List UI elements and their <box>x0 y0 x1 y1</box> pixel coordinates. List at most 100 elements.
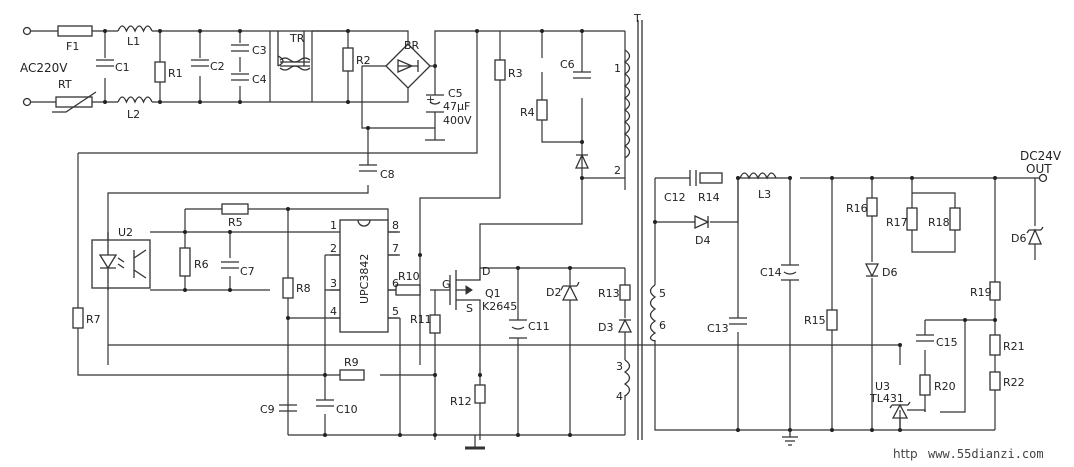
resistor-r7 <box>72 307 84 329</box>
label-winding-4: 4 <box>616 390 623 403</box>
label-c4: C4 <box>252 73 267 86</box>
label-r2: R2 <box>356 54 371 67</box>
resistor-r14 <box>699 172 723 184</box>
label-r5: R5 <box>228 216 243 229</box>
label-r21: R21 <box>1003 340 1025 353</box>
bridge-rectifier-br <box>362 43 435 89</box>
label-r17: R17 <box>886 216 908 229</box>
resistor-r15 <box>826 309 838 331</box>
resistor-r16 <box>866 197 878 217</box>
capacitor-c1 <box>96 59 114 67</box>
optocoupler-u2 <box>91 232 151 290</box>
label-rt: RT <box>58 78 72 91</box>
label-c14: C14 <box>760 266 782 279</box>
resistor-r12 <box>474 384 486 404</box>
label-l2: L2 <box>127 108 140 121</box>
label-r8: R8 <box>296 282 311 295</box>
resistor-r3 <box>494 59 506 81</box>
capacitor-c13 <box>729 317 747 325</box>
label-u2: U2 <box>118 226 133 239</box>
resistor-r9 <box>339 369 365 381</box>
label-q1-source: S <box>466 302 473 315</box>
label-d2: D2 <box>546 286 561 299</box>
watermark-site: www.55dianzi.com <box>928 447 1044 461</box>
capacitor-c12 <box>689 170 697 186</box>
watermark-prefix: http <box>893 447 918 461</box>
resistor-r8 <box>282 277 294 299</box>
transformer-t <box>623 20 657 440</box>
resistor-r17 <box>906 207 918 231</box>
label-c5-voltage: 400V <box>443 114 472 127</box>
label-br: BR <box>404 39 420 52</box>
label-controller-ic: UPC3842 <box>358 254 371 304</box>
resistor-r5 <box>221 203 249 215</box>
diode-d6-out <box>1026 226 1044 245</box>
label-tr: TR <box>289 32 305 45</box>
electrolytic-c14 <box>781 264 799 281</box>
label-f1: F1 <box>66 40 79 53</box>
label-q1-gate: G <box>442 278 451 291</box>
label-c13: C13 <box>707 322 729 335</box>
capacitor-c10 <box>316 399 334 407</box>
capacitor-c6 <box>573 71 591 79</box>
capacitor-c7 <box>221 261 239 269</box>
label-q1: Q1 <box>485 287 501 300</box>
ac-terminal-bottom <box>22 97 32 107</box>
controller-ic-upc3842 <box>330 219 398 333</box>
label-r4: R4 <box>520 106 535 119</box>
diode-d6-mid <box>864 263 880 278</box>
label-c7: C7 <box>240 265 255 278</box>
electrolytic-c11 <box>509 319 527 339</box>
ac-terminal-top <box>22 26 32 36</box>
common-mode-choke-tr <box>277 31 311 71</box>
label-pin-5: 5 <box>392 305 399 318</box>
label-c10: C10 <box>336 403 358 416</box>
inductor-l2 <box>117 96 153 104</box>
label-r7: R7 <box>86 313 101 326</box>
zener-d2 <box>560 281 580 301</box>
mosfet-q1 <box>449 268 481 310</box>
label-winding-2: 2 <box>614 164 621 177</box>
label-c2: C2 <box>210 60 225 73</box>
label-d4: D4 <box>695 234 710 247</box>
label-r20: R20 <box>934 380 956 393</box>
label-c15: C15 <box>936 336 958 349</box>
label-ac-input: AC220V <box>20 61 68 75</box>
capacitor-c9 <box>279 404 297 412</box>
label-c1: C1 <box>115 61 130 74</box>
electrolytic-c5: + <box>425 93 445 141</box>
label-r15: R15 <box>804 314 826 327</box>
resistor-r4 <box>536 99 548 121</box>
label-pin-2: 2 <box>330 242 337 255</box>
label-out: OUT <box>1026 162 1052 176</box>
label-pin-3: 3 <box>330 277 337 290</box>
label-c5: C5 <box>448 87 463 100</box>
inductor-l3 <box>739 172 777 180</box>
label-u3: U3 <box>875 380 890 393</box>
label-winding-3: 3 <box>616 360 623 373</box>
label-c3: C3 <box>252 44 267 57</box>
label-l1: L1 <box>127 35 140 48</box>
thermistor-rt <box>52 91 97 113</box>
label-dc-output: DC24V <box>1020 149 1062 163</box>
label-mosfet-part: K2645 <box>482 300 517 313</box>
capacitor-c2 <box>191 59 209 67</box>
inductor-l1 <box>117 25 153 33</box>
label-pin-8: 8 <box>392 219 399 232</box>
label-r9: R9 <box>344 356 359 369</box>
capacitor-c8 <box>359 164 377 172</box>
resistor-r22 <box>989 371 1001 391</box>
capacitor-c4 <box>231 73 249 81</box>
label-r3: R3 <box>508 67 523 80</box>
resistor-r18 <box>949 207 961 231</box>
label-r6: R6 <box>194 258 209 271</box>
resistor-r1 <box>154 61 166 83</box>
label-c8: C8 <box>380 168 395 181</box>
label-winding-6: 6 <box>659 319 666 332</box>
label-r11: R11 <box>410 313 432 326</box>
label-d6-mid: D6 <box>882 266 897 279</box>
label-pin-1: 1 <box>330 219 337 232</box>
svg-text:+: + <box>426 93 435 106</box>
label-pin-4: 4 <box>330 305 337 318</box>
